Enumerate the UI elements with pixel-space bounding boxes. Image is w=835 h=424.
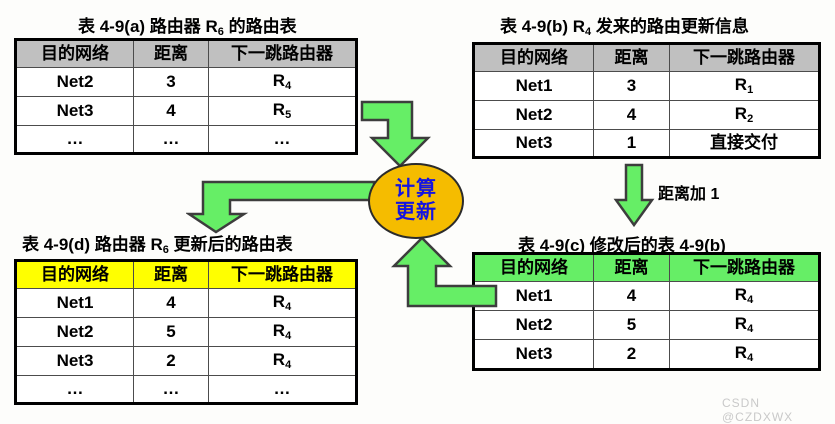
table-a-title-sub: 6	[217, 26, 224, 38]
table-b-update-info: 目的网络 距离 下一跳路由器 Net1 3 R1 Net2 4 R2 Net3 …	[472, 42, 821, 159]
table-b-header-row: 目的网络 距离 下一跳路由器	[473, 43, 820, 72]
table-row: Net2 3 R4	[15, 67, 357, 97]
table-d-r2-dist: 2	[133, 346, 209, 376]
table-d-r1-net: Net2	[15, 317, 134, 347]
table-b-r1-net: Net2	[473, 100, 594, 130]
table-row: … … …	[15, 375, 357, 404]
table-c-r1-hop: R4	[669, 310, 820, 340]
table-row: Net2 4 R2	[473, 100, 820, 130]
table-d-r0-net: Net1	[15, 288, 134, 318]
table-d-header-row: 目的网络 距离 下一跳路由器	[15, 260, 357, 289]
table-a-r0-hop: R4	[208, 67, 357, 97]
table-c-col-2: 下一跳路由器	[669, 253, 820, 282]
table-a-r1-net: Net3	[15, 96, 134, 126]
table-d-title-sub: 6	[162, 244, 169, 256]
table-row: Net3 2 R4	[15, 346, 357, 376]
table-b-r1-dist: 4	[593, 100, 670, 130]
table-c-r1-net: Net2	[473, 310, 594, 340]
table-c-r2-net: Net3	[473, 339, 594, 370]
table-c-title-prefix: 表 4-9(c) 修改后的表 4-9(b)	[518, 236, 726, 255]
table-b-title-prefix: 表 4-9(b) R	[500, 17, 585, 36]
table-a-r2-net: …	[15, 125, 134, 154]
table-d-title-suffix: 更新后的路由表	[168, 235, 293, 254]
table-a-title: 表 4-9(a) 路由器 R6 的路由表	[78, 12, 297, 38]
table-d-r3-net: …	[15, 375, 134, 404]
table-b-r2-net: Net3	[473, 129, 594, 158]
compute-update-line1: 计算	[395, 178, 437, 200]
table-b-title-sub: 4	[585, 26, 592, 38]
table-a-r2-dist: …	[133, 125, 209, 154]
arrow-table-b-to-table-c	[612, 162, 656, 228]
table-b-r2-hop: 直接交付	[669, 129, 820, 158]
table-d-title-prefix: 表 4-9(d) 路由器 R	[22, 235, 163, 254]
table-a-col-1: 距离	[133, 39, 209, 68]
table-row: … … …	[15, 125, 357, 154]
table-d-r3-hop: …	[208, 375, 357, 404]
table-row: Net3 1 直接交付	[473, 129, 820, 158]
table-row: Net3 2 R4	[473, 339, 820, 370]
table-d-col-1: 距离	[133, 260, 209, 289]
table-a-header-row: 目的网络 距离 下一跳路由器	[15, 39, 357, 68]
watermark: CSDN @CZDXWX	[722, 396, 794, 424]
table-b-title: 表 4-9(b) R4 发来的路由更新信息	[500, 12, 749, 38]
arrow-table-c-to-compute	[388, 236, 500, 310]
table-c-r0-dist: 4	[593, 281, 670, 311]
table-d-r1-hop: R4	[208, 317, 357, 347]
table-d-updated-routing-table: 目的网络 距离 下一跳路由器 Net1 4 R4 Net2 5 R4 Net3 …	[14, 259, 358, 405]
table-d-r0-hop: R4	[208, 288, 357, 318]
table-row: Net1 4 R4	[473, 281, 820, 311]
table-b-col-1: 距离	[593, 43, 670, 72]
table-c-r2-dist: 2	[593, 339, 670, 370]
table-b-r0-hop: R1	[669, 71, 820, 101]
table-c-col-1: 距离	[593, 253, 670, 282]
table-a-r0-dist: 3	[133, 67, 209, 97]
table-a-title-suffix: 的路由表	[223, 17, 297, 36]
table-a-col-0: 目的网络	[15, 39, 134, 68]
table-a-r1-hop: R5	[208, 96, 357, 126]
table-b-r0-net: Net1	[473, 71, 594, 101]
table-a-r2-hop: …	[208, 125, 357, 154]
table-c-r2-hop: R4	[669, 339, 820, 370]
table-c-title: 表 4-9(c) 修改后的表 4-9(b)	[518, 231, 726, 256]
compute-update-line2: 更新	[395, 201, 437, 223]
arrow-compute-to-table-d	[186, 178, 376, 234]
table-d-col-2: 下一跳路由器	[208, 260, 357, 289]
table-a-routing-table: 目的网络 距离 下一跳路由器 Net2 3 R4 Net3 4 R5 … … …	[14, 38, 358, 155]
table-d-r2-hop: R4	[208, 346, 357, 376]
table-d-r3-dist: …	[133, 375, 209, 404]
table-b-col-0: 目的网络	[473, 43, 594, 72]
table-b-col-2: 下一跳路由器	[669, 43, 820, 72]
arrow-table-a-to-compute	[360, 98, 460, 170]
table-row: Net1 4 R4	[15, 288, 357, 318]
table-c-header-row: 目的网络 距离 下一跳路由器	[473, 253, 820, 282]
table-a-r1-dist: 4	[133, 96, 209, 126]
table-b-r0-dist: 3	[593, 71, 670, 101]
table-a-r0-net: Net2	[15, 67, 134, 97]
table-row: Net2 5 R4	[473, 310, 820, 340]
table-c-col-0: 目的网络	[473, 253, 594, 282]
table-b-r2-dist: 1	[593, 129, 670, 158]
table-c-r1-dist: 5	[593, 310, 670, 340]
table-a-col-2: 下一跳路由器	[208, 39, 357, 68]
table-row: Net1 3 R1	[473, 71, 820, 101]
table-d-title: 表 4-9(d) 路由器 R6 更新后的路由表	[22, 230, 293, 256]
table-b-title-suffix: 发来的路由更新信息	[591, 17, 749, 36]
table-a-title-prefix: 表 4-9(a) 路由器 R	[78, 17, 218, 36]
compute-update-node: 计算 更新	[368, 163, 464, 239]
table-d-r2-net: Net3	[15, 346, 134, 376]
arrow-label-distance-plus-one: 距离加 1	[658, 186, 720, 203]
table-row: Net2 5 R4	[15, 317, 357, 347]
table-row: Net3 4 R5	[15, 96, 357, 126]
table-c-r0-hop: R4	[669, 281, 820, 311]
table-d-col-0: 目的网络	[15, 260, 134, 289]
table-c-modified-table: 目的网络 距离 下一跳路由器 Net1 4 R4 Net2 5 R4 Net3 …	[472, 252, 821, 371]
table-d-r0-dist: 4	[133, 288, 209, 318]
table-b-r1-hop: R2	[669, 100, 820, 130]
table-d-r1-dist: 5	[133, 317, 209, 347]
